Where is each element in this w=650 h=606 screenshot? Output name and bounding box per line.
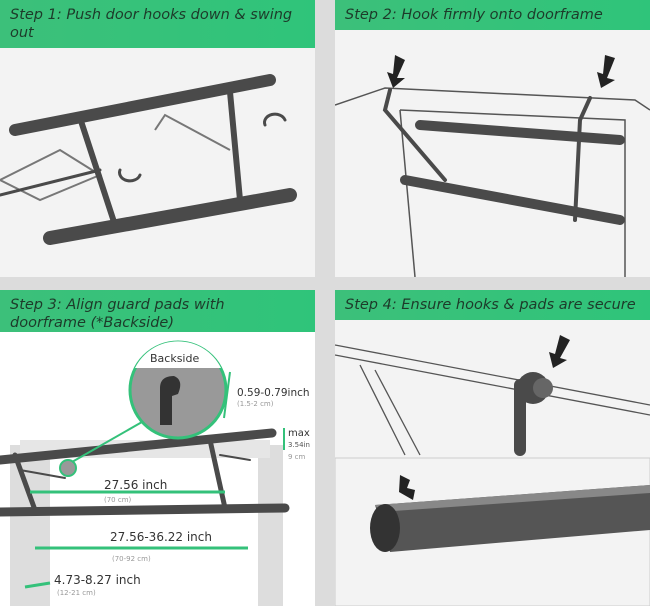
step4-illustration xyxy=(335,335,650,606)
step4-panel: Step 4: Ensure hooks & pads are secure xyxy=(335,290,650,606)
step3-panel: Step 3: Align guard pads with doorframe … xyxy=(0,290,315,606)
step1-title: Step 1: Push door hooks down & swing out xyxy=(0,0,315,48)
bar-width-label: 27.56 inch xyxy=(104,478,168,492)
step2-panel: Step 2: Hook firmly onto doorframe xyxy=(335,0,650,277)
step2-title: Step 2: Hook firmly onto doorframe xyxy=(335,0,650,30)
step3-title: Step 3: Align guard pads with doorframe … xyxy=(0,290,315,332)
max-label: max xyxy=(288,428,310,439)
gap-cm-label: (1.5-2 cm) xyxy=(237,400,274,408)
step1-illustration xyxy=(0,74,297,245)
door-width-cm-label: (70-92 cm) xyxy=(112,555,151,563)
max-in-label: 3.54in xyxy=(288,441,310,449)
bar-width-cm-label: (70 cm) xyxy=(104,496,132,504)
backside-label: Backside xyxy=(150,352,200,365)
door-width-label: 27.56-36.22 inch xyxy=(110,530,212,544)
step2-illustration xyxy=(335,55,650,277)
frame-depth-label: 4.73-8.27 inch xyxy=(54,573,141,587)
max-cm-label: 9 cm xyxy=(288,453,306,461)
arrow-icons xyxy=(387,55,615,88)
frame-depth-cm-label: (12-21 cm) xyxy=(57,589,96,597)
gap-label: 0.59-0.79inch xyxy=(237,387,310,399)
step4-title: Step 4: Ensure hooks & pads are secure xyxy=(335,290,650,320)
step1-panel: Step 1: Push door hooks down & swing out xyxy=(0,0,315,277)
step3-illustration xyxy=(0,340,290,606)
